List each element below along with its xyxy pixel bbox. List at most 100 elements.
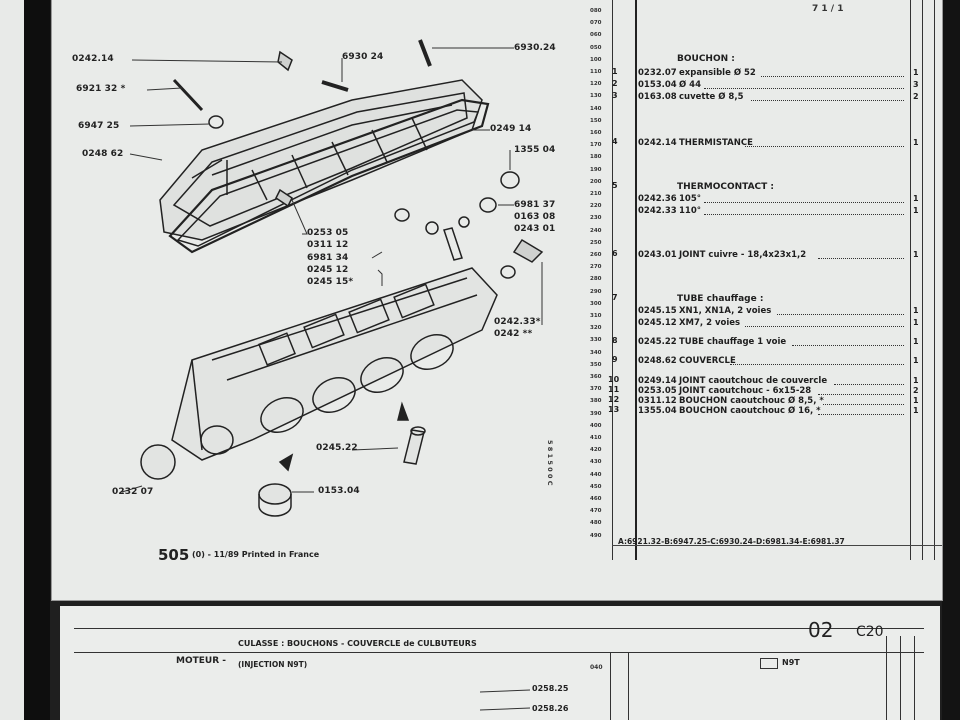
qty-divider-1 [910,0,911,560]
leader-dots [729,364,904,365]
scale-number: 330 [590,337,602,344]
part-description: BOUCHON caoutchouc Ø 16, * [679,406,821,416]
side-reference: 5 8 1 5 0 0 C [546,440,554,486]
label-6930-24-b: 6930.24 [514,43,556,53]
previous-sheet-edge [0,0,24,720]
scale-number: 160 [590,130,602,136]
leader-dots [792,345,904,346]
row-index: 13 [608,405,620,414]
row-index: 12 [608,395,620,404]
part-quantity: 1 [913,318,919,327]
label-0245-12: 0245 12 [307,265,349,275]
leader-dots [776,314,904,315]
scale-number: 140 [590,105,602,112]
scale-number: 350 [590,361,602,368]
label-0242-xx: 0242 ** [494,329,533,339]
leader-dots [818,258,904,259]
label-0311-12: 0311 12 [307,240,349,250]
qty-divider-2 [922,0,923,560]
scale-number: 100 [590,56,602,63]
part-description: Ø 44 [679,80,702,90]
scale-number: 060 [590,32,602,39]
label-6981-37: 6981 37 [514,200,556,210]
scale-number: 370 [590,386,602,393]
group-header: BOUCHON : [677,54,735,64]
scale-number: 110 [590,69,602,75]
leader-dots [703,202,904,203]
row-index: 9 [612,355,618,364]
scale-number: 080 [590,8,602,14]
scale-number: 150 [590,117,602,124]
label-1355-04: 1355 04 [514,145,556,155]
leader-dots [761,76,904,77]
scale-number: 470 [590,508,602,515]
scale-number: 410 [590,435,602,441]
binder-shadow [24,0,50,720]
part-ref: 0253.05 [638,386,677,396]
part-quantity: 1 [913,138,919,147]
leader-dots [745,326,904,327]
model-number: 505 [158,546,190,564]
top-corner-mark: 7 1 / 1 [812,4,844,14]
part-description: cuvette Ø 8,5 [679,92,744,102]
scale-number: 430 [590,459,602,466]
part-quantity: 2 [913,386,919,395]
catalog-page: 0242.14 6921 32 * 6947 25 0248 62 6930 2… [52,0,942,600]
next-page-number: 02 [808,618,834,642]
part-ref: 0232.07 [638,68,677,78]
leader-dots [703,214,904,215]
label-6930-24-a: 6930 24 [342,52,384,62]
label-0249-14: 0249 14 [490,124,532,134]
part-quantity: 2 [913,92,919,101]
scale-number: 390 [590,410,602,417]
scale-number: 490 [590,532,602,539]
qty-divider-3 [934,0,935,560]
part-description: BOUCHON caoutchouc Ø 8,5, * [679,396,824,406]
part-quantity: 1 [913,68,919,77]
row-index: 2 [612,79,618,88]
scale-number: 320 [590,325,602,332]
next-scale-first: 040 [590,664,603,671]
next-page-code: C20 [856,624,884,640]
group-header: THERMOCONTACT : [677,182,775,192]
part-description: 110° [679,206,701,216]
next-catalog-page: MOTEUR - CULASSE : BOUCHONS - COUVERCLE … [60,606,940,720]
next-section: MOTEUR - [176,656,227,666]
leader-dots [818,394,904,395]
footer-rule [612,545,942,546]
label-0242-33: 0242.33* [494,317,541,327]
row-index: 4 [612,137,618,146]
label-0245-22: 0245.22 [316,443,358,453]
scale-number: 260 [590,252,602,258]
row-index: 3 [612,91,618,100]
print-code: (0) - 11/89 Printed in France [192,550,320,559]
scale-number: 180 [590,154,602,161]
label-6981-34: 6981 34 [307,253,349,263]
label-0253-05: 0253 05 [307,228,349,238]
next-subtitle: (INJECTION N9T) [238,660,308,669]
label-0242-14: 0242.14 [72,54,114,64]
scale-number: 270 [590,264,602,271]
part-description: 105° [679,194,701,204]
next-qty-divider-2 [900,636,901,720]
scale-number: 240 [590,227,602,234]
row-index: 7 [612,293,618,302]
scale-number: 440 [590,471,602,478]
row-index: 6 [612,249,618,258]
label-6921-32: 6921 32 * [76,84,126,94]
next-label-0258-25: 0258.25 [532,684,569,693]
part-ref: 0311.12 [638,396,677,406]
scale-number: 290 [590,288,602,295]
scale-number: 380 [590,398,602,405]
next-label-0258-26: 0258.26 [532,704,569,713]
label-0245-15: 0245 15* [307,277,354,287]
label-0153-04: 0153.04 [318,486,360,496]
part-description: JOINT cuivre - 18,4x23x1,2 [679,250,807,260]
part-quantity: 1 [913,376,919,385]
next-page-top-rule [74,628,924,629]
index-divider [635,0,637,560]
part-description: TUBE chauffage 1 voie [679,337,787,347]
engine-tag: N9T [782,658,800,667]
part-quantity: 1 [913,337,919,346]
scale-number: 340 [590,349,602,356]
